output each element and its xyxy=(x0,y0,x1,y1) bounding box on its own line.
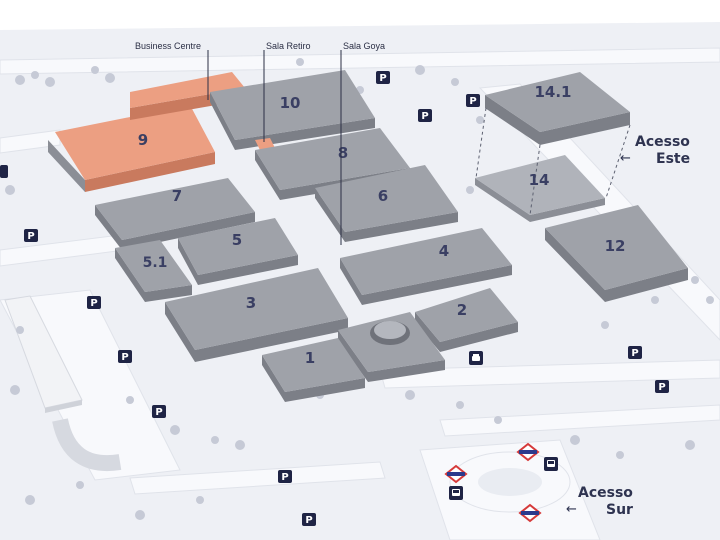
hall-12[interactable] xyxy=(545,205,688,302)
parking-icon[interactable]: P xyxy=(278,470,292,483)
svg-text:P: P xyxy=(379,73,386,84)
svg-text:P: P xyxy=(421,111,428,122)
hall-label-2: 2 xyxy=(457,301,467,319)
svg-text:P: P xyxy=(155,407,162,418)
callout-business-centre: Business Centre xyxy=(135,41,201,51)
annex-building xyxy=(4,295,122,472)
metro-icon[interactable] xyxy=(518,503,542,523)
access-sur-line1: Acesso xyxy=(578,485,633,501)
hall-label-3: 3 xyxy=(246,294,256,312)
hall-14[interactable] xyxy=(475,155,605,222)
hall-label-14-1: 14.1 xyxy=(534,83,571,101)
parking-icon[interactable]: P xyxy=(302,513,316,526)
hall-1[interactable] xyxy=(262,338,365,402)
hall-label-8: 8 xyxy=(338,144,348,162)
hall-label-14: 14 xyxy=(529,171,550,189)
metro-icon[interactable] xyxy=(516,442,540,462)
svg-text:P: P xyxy=(27,231,34,242)
roundabout xyxy=(449,451,571,513)
parking-icon[interactable] xyxy=(0,165,8,178)
hall-label-5: 5 xyxy=(232,231,242,249)
central-pavilion[interactable] xyxy=(338,312,445,382)
metro-icon[interactable] xyxy=(444,464,468,484)
access-sur: Acesso Sur ← xyxy=(566,485,633,518)
hall-14-1[interactable] xyxy=(485,72,630,145)
hall-label-12: 12 xyxy=(605,237,626,255)
hall-2[interactable] xyxy=(415,288,518,352)
svg-text:P: P xyxy=(121,352,128,363)
access-este: Acesso Este ← xyxy=(620,134,690,167)
bus-icon[interactable] xyxy=(449,486,463,500)
svg-text:P: P xyxy=(469,96,476,107)
callout-sala-retiro: Sala Retiro xyxy=(266,41,311,51)
parking-icon[interactable]: P xyxy=(466,94,480,107)
svg-text:P: P xyxy=(305,515,312,526)
hall-6[interactable] xyxy=(315,165,458,242)
halls xyxy=(48,70,688,402)
access-este-line2: Este xyxy=(656,151,690,167)
hall-label-4: 4 xyxy=(439,242,449,260)
hall-label-10: 10 xyxy=(280,94,301,112)
svg-text:P: P xyxy=(631,348,638,359)
hall-labels: 9 10 14.1 8 7 6 14 5 5.1 4 12 3 2 1 xyxy=(138,83,626,367)
hall-9[interactable] xyxy=(48,105,215,192)
hall-4[interactable] xyxy=(340,228,512,305)
parking-icon[interactable]: P xyxy=(376,71,390,84)
hall-3[interactable] xyxy=(165,268,348,362)
callouts: Business Centre Sala Retiro Sala Goya xyxy=(135,41,385,245)
parking-icon[interactable]: P xyxy=(118,350,132,363)
access-sur-line2: Sur xyxy=(606,502,633,518)
hall-label-7: 7 xyxy=(172,187,182,205)
sala-retiro-building[interactable] xyxy=(255,138,275,150)
svg-text:P: P xyxy=(658,382,665,393)
hall-label-5-1: 5.1 xyxy=(143,255,168,271)
svg-text:P: P xyxy=(281,472,288,483)
svg-text:P: P xyxy=(90,298,97,309)
access-sur-arrow: ← xyxy=(566,502,577,517)
access-este-line1: Acesso xyxy=(635,134,690,150)
hall-7[interactable] xyxy=(95,178,255,250)
callout-sala-goya: Sala Goya xyxy=(343,41,385,51)
parking-icon[interactable]: P xyxy=(655,380,669,393)
hall-5-1[interactable] xyxy=(115,240,192,302)
parking-icon[interactable]: P xyxy=(87,296,101,309)
parking-markers: P P P P P P P P P P P xyxy=(0,71,669,526)
bus-icon[interactable] xyxy=(544,457,558,471)
access-este-arrow: ← xyxy=(620,151,631,166)
parking-icon[interactable]: P xyxy=(24,229,38,242)
hall-label-1: 1 xyxy=(305,349,315,367)
taxi-icon[interactable] xyxy=(469,351,483,365)
parking-icon[interactable]: P xyxy=(628,346,642,359)
parking-icon[interactable]: P xyxy=(152,405,166,418)
hall-14-connectors xyxy=(475,107,631,216)
hall-label-6: 6 xyxy=(378,187,388,205)
parking-icon[interactable]: P xyxy=(418,109,432,122)
hall-label-9: 9 xyxy=(138,131,148,149)
hall-5[interactable] xyxy=(178,218,298,285)
